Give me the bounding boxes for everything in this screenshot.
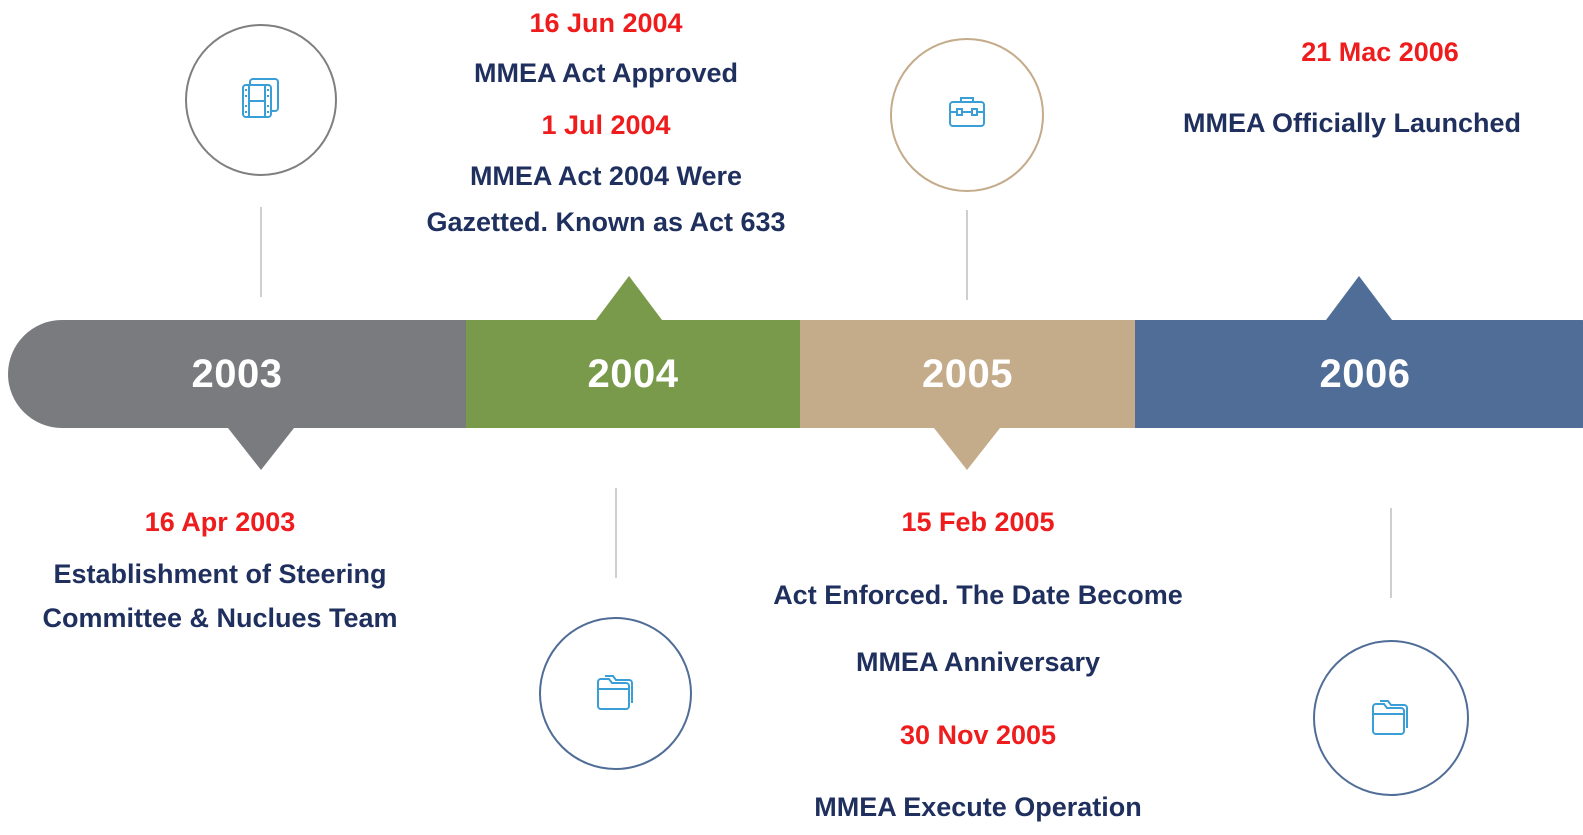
event-date-2005-feb: 15 Feb 2005 [901,507,1055,537]
event-desc-2004-jul-line1: MMEA Act 2004 Were [469,161,743,191]
event-desc-2005-feb-line2: MMEA Anniversary [855,647,1101,677]
pointer-2003-down [228,428,294,470]
pointer-2005-down [934,428,1000,470]
connector-2003 [260,207,262,297]
folder-icon [593,668,639,719]
year-label-2004: 2004 [587,351,679,396]
connector-2006 [1390,508,1392,598]
event-desc-2003-line2: Committee & Nuclues Team [42,603,398,633]
event-date-2003: 16 Apr 2003 [144,507,296,537]
event-desc-2005-feb-line1: Act Enforced. The Date Become [773,580,1183,610]
year-label-2006: 2006 [1319,351,1411,396]
folder-icon [1368,693,1414,744]
briefcase-icon [944,90,990,141]
event-desc-2005-nov: MMEA Execute Operation [814,792,1142,822]
year-segment-2006: 2006 [1135,320,1583,428]
event-desc-2006: MMEA Officially Launched [1183,108,1522,138]
event-date-2005-nov: 30 Nov 2005 [899,720,1057,750]
event-date-2004-jul: 1 Jul 2004 [541,110,671,140]
icon-circle-2006 [1313,640,1469,796]
event-desc-2004-jul-line2: Gazetted. Known as Act 633 [426,207,786,237]
icon-circle-2004 [539,617,692,770]
event-desc-2004-jun: MMEA Act Approved [473,58,738,88]
pointer-2006-up [1326,276,1392,320]
event-date-2004-jun: 16 Jun 2004 [529,8,683,38]
connector-2004 [615,488,617,578]
event-desc-2003-line1: Establishment of Steering [53,559,387,589]
year-segment-2005: 2005 [800,320,1135,428]
icon-circle-2005 [890,38,1044,192]
year-segment-2003: 2003 [8,320,466,428]
year-segment-2004: 2004 [466,320,800,428]
pointer-2004-up [596,276,662,320]
film-icon [238,75,284,126]
connector-2005 [966,210,968,300]
icon-circle-2003 [185,24,337,176]
event-date-2006: 21 Mac 2006 [1301,37,1459,67]
year-label-2005: 2005 [922,351,1013,396]
year-label-2003: 2003 [191,351,283,396]
